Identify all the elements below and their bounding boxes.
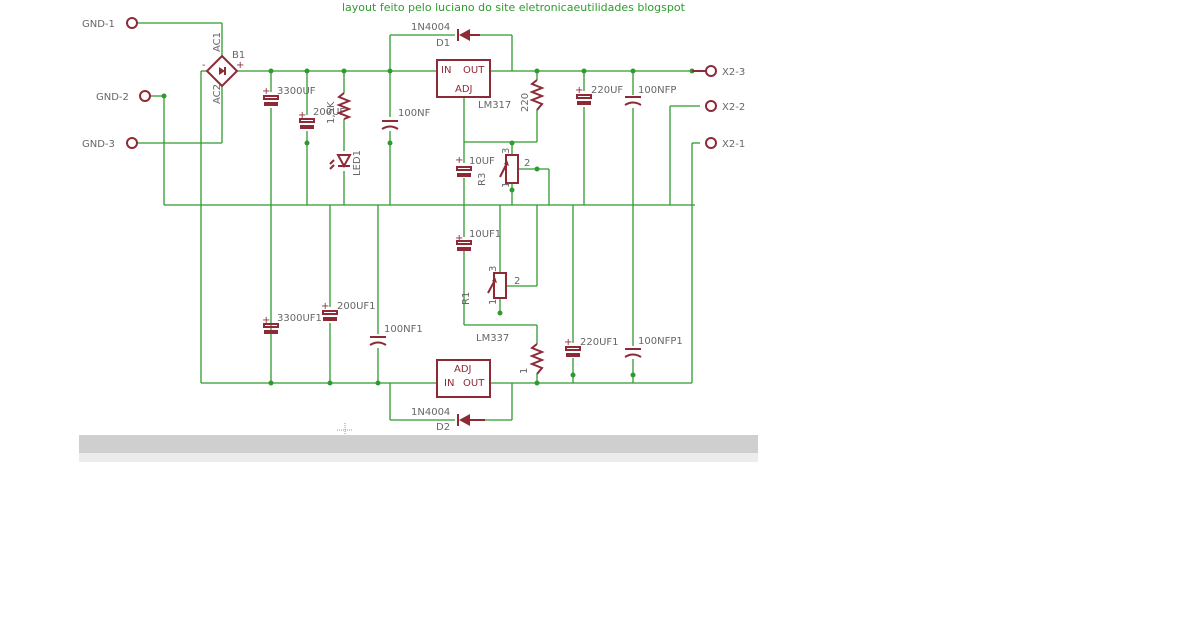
svg-text:+: + bbox=[262, 315, 270, 326]
trimmer-r3[interactable]: 2 3 1 bbox=[499, 148, 530, 188]
layout-credit-note: layout feito pelo luciano do site eletro… bbox=[342, 1, 686, 14]
capacitor-100nf-label: 100NF bbox=[398, 108, 431, 119]
capacitor-100nfp[interactable]: 100NFP bbox=[624, 85, 676, 106]
capacitor-100nfp-label: 100NFP bbox=[638, 85, 676, 96]
svg-text:+: + bbox=[455, 233, 463, 244]
capacitor-220uf-label: 220UF bbox=[591, 85, 623, 96]
junction-dots bbox=[161, 68, 695, 386]
diode-d1-name: D1 bbox=[436, 38, 450, 49]
led-1-label: LED1 bbox=[352, 150, 363, 176]
capacitor-3300uf-label: 3300UF bbox=[277, 86, 316, 97]
bridge-rectifier-b1[interactable]: B1 AC1 AC2 - + bbox=[202, 32, 245, 104]
svg-text:+: + bbox=[575, 85, 583, 96]
horizontal-scrollbar[interactable] bbox=[79, 435, 758, 453]
r3-pin-3: 3 bbox=[501, 148, 512, 154]
connector-x2-3-label: X2-3 bbox=[722, 67, 745, 78]
connector-gnd-1[interactable]: GND-1 bbox=[82, 17, 138, 30]
connector-gnd-1-label: GND-1 bbox=[82, 19, 115, 30]
resistor-1k5-label: 1,5K bbox=[326, 101, 337, 124]
connector-x2-3[interactable]: X2-3 bbox=[692, 65, 745, 78]
capacitor-200uf1-label: 200UF1 bbox=[337, 301, 376, 312]
lm337-pin-in: IN bbox=[444, 378, 454, 389]
lm317-pin-out: OUT bbox=[463, 65, 485, 76]
capacitor-220uf1[interactable]: + 220UF1 bbox=[564, 337, 619, 357]
resistor-1[interactable]: 1 bbox=[519, 343, 545, 375]
lm337-pin-adj: ADJ bbox=[454, 364, 472, 375]
r1-pin-2: 2 bbox=[514, 276, 520, 287]
svg-text:+: + bbox=[564, 337, 572, 348]
capacitor-10uf1[interactable]: + 10UF1 bbox=[455, 229, 501, 251]
r1-pin-3: 3 bbox=[488, 266, 499, 272]
connector-gnd-3[interactable]: GND-3 bbox=[82, 137, 138, 150]
svg-text:+: + bbox=[298, 110, 306, 121]
r1-pin-1: 1 bbox=[488, 299, 499, 305]
status-strip bbox=[79, 453, 758, 462]
capacitor-10uf1-label: 10UF1 bbox=[469, 229, 501, 240]
resistor-1-label: 1 bbox=[519, 368, 530, 374]
capacitor-3300uf[interactable]: + 3300UF bbox=[262, 86, 316, 106]
capacitor-100nf1-label: 100NF1 bbox=[384, 324, 423, 335]
trimmer-r1-label: R1 bbox=[461, 292, 472, 305]
svg-text:+: + bbox=[321, 301, 329, 312]
capacitor-220uf[interactable]: + 220UF bbox=[575, 85, 623, 105]
r3-pin-2: 2 bbox=[524, 158, 530, 169]
diode-d2-name: D2 bbox=[436, 422, 450, 433]
connector-x2-2-label: X2-2 bbox=[722, 102, 745, 113]
capacitor-200uf-label: 200UF bbox=[313, 107, 345, 118]
connector-x2-1[interactable]: X2-1 bbox=[705, 137, 745, 150]
bridge-ac1-label: AC1 bbox=[212, 32, 223, 52]
svg-text:-: - bbox=[202, 60, 206, 71]
resistor-220[interactable]: 220 bbox=[520, 79, 545, 112]
bridge-name-label: B1 bbox=[232, 50, 245, 61]
wires bbox=[138, 22, 700, 421]
capacitor-10uf-label: 10UF bbox=[469, 156, 495, 167]
capacitor-100nfp1-label: 100NFP1 bbox=[638, 336, 683, 347]
lm337-pin-out: OUT bbox=[463, 378, 485, 389]
connector-gnd-2[interactable]: GND-2 bbox=[96, 90, 151, 103]
crosshair-cursor-icon bbox=[337, 423, 353, 437]
bridge-ac2-label: AC2 bbox=[212, 84, 223, 104]
trimmer-r3-label: R3 bbox=[477, 173, 488, 186]
capacitor-10uf[interactable]: + 10UF R3 bbox=[455, 155, 495, 186]
diode-d2-value: 1N4004 bbox=[411, 407, 450, 418]
led-1[interactable]: LED1 bbox=[329, 150, 363, 176]
lm317-pin-in: IN bbox=[441, 65, 451, 76]
svg-text:+: + bbox=[455, 155, 463, 166]
resistor-220-label: 220 bbox=[520, 93, 531, 112]
capacitor-3300uf1-label: 3300UF1 bbox=[277, 313, 322, 324]
svg-text:+: + bbox=[236, 60, 244, 71]
regulator-lm337[interactable]: ADJ IN OUT LM337 bbox=[436, 333, 509, 398]
lm317-label: LM317 bbox=[478, 100, 511, 111]
capacitor-220uf1-label: 220UF1 bbox=[580, 337, 619, 348]
capacitor-200uf[interactable]: + 200UF bbox=[298, 107, 345, 129]
regulator-lm317[interactable]: IN OUT ADJ LM317 bbox=[436, 59, 511, 111]
lm317-pin-adj: ADJ bbox=[455, 84, 473, 95]
capacitor-100nf[interactable]: 100NF bbox=[381, 108, 431, 130]
capacitor-3300uf1[interactable]: + 3300UF1 bbox=[262, 313, 322, 334]
diode-d1-value: 1N4004 bbox=[411, 22, 450, 33]
resistor-1k5[interactable]: 1,5K bbox=[326, 92, 352, 124]
capacitor-100nfp1[interactable]: 100NFP1 bbox=[624, 336, 683, 358]
svg-text:+: + bbox=[262, 86, 270, 97]
diode-d2[interactable]: 1N4004 D2 bbox=[411, 407, 485, 433]
capacitor-100nf1[interactable]: 100NF1 bbox=[369, 324, 423, 346]
connector-gnd-3-label: GND-3 bbox=[82, 139, 115, 150]
capacitor-200uf1[interactable]: + 200UF1 bbox=[321, 301, 376, 321]
connector-x2-1-label: X2-1 bbox=[722, 139, 745, 150]
connector-x2-2[interactable]: X2-2 bbox=[705, 100, 745, 113]
r3-pin-1: 1 bbox=[501, 182, 512, 188]
trimmer-r1[interactable]: 2 3 1 R1 bbox=[461, 266, 520, 305]
diode-d1[interactable]: 1N4004 D1 bbox=[411, 22, 480, 49]
lm337-label: LM337 bbox=[476, 333, 509, 344]
connector-gnd-2-label: GND-2 bbox=[96, 92, 129, 103]
